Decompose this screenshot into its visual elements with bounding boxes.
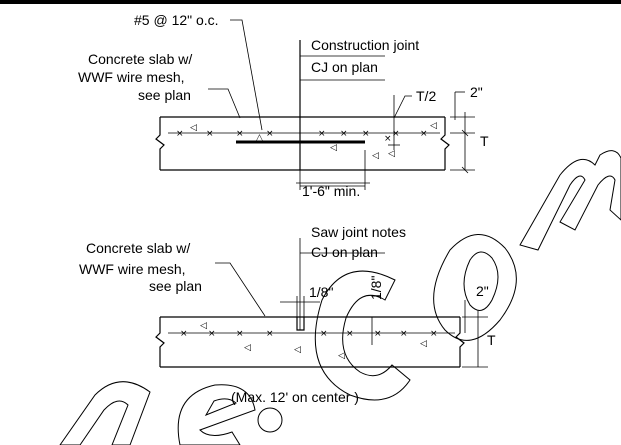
svg-text:◁: ◁	[388, 149, 395, 159]
thickness-label: T	[487, 332, 496, 348]
slab-label-line1: Concrete slab w/	[86, 240, 190, 256]
svg-text:◁: ◁	[338, 351, 345, 361]
svg-text:×: ×	[392, 129, 400, 139]
joint-label-line2: CJ on plan	[311, 244, 378, 260]
svg-text:×: ×	[266, 329, 274, 339]
slab-label-line2: WWF wire mesh,	[79, 261, 186, 277]
svg-text:×: ×	[400, 329, 408, 339]
svg-text:×: ×	[420, 129, 428, 139]
svg-text:×: ×	[236, 129, 244, 139]
svg-text:◁: ◁	[430, 121, 437, 131]
svg-text:◁: ◁	[372, 151, 379, 161]
svg-text:×: ×	[236, 329, 244, 339]
saw-joint-detail: × × × × × × × × × ◁ ◁ ◁ ◁ ◁ Saw j	[79, 224, 496, 405]
svg-text:×: ×	[206, 129, 214, 139]
dowel-length-label: 1'-6" min.	[302, 183, 360, 199]
joint-label-line2: CJ on plan	[311, 59, 378, 75]
svg-text:×: ×	[430, 329, 438, 339]
wire-mesh-marks: × × × × × × × × × △ × ◁ ◁ ◁ ◁ ◁	[176, 121, 437, 161]
svg-text:×: ×	[374, 329, 382, 339]
joint-label-line1: Construction joint	[311, 37, 419, 53]
svg-text:×: ×	[176, 129, 184, 139]
svg-text:×: ×	[362, 129, 370, 139]
slab-label-line1: Concrete slab w/	[88, 51, 192, 67]
svg-text:×: ×	[320, 329, 328, 339]
slab-label-line3: see plan	[138, 87, 191, 103]
slab-label-line3: see plan	[149, 278, 202, 294]
svg-text:×: ×	[266, 129, 274, 139]
wire-mesh-marks: × × × × × × × × × ◁ ◁ ◁ ◁ ◁	[180, 321, 438, 361]
svg-text:×: ×	[384, 134, 392, 144]
svg-text:×: ×	[208, 329, 216, 339]
cut-depth-label: 1/8"	[368, 276, 384, 300]
watermark	[59, 150, 621, 445]
cover-label: 2"	[476, 283, 489, 299]
slab-label-line2: WWF wire mesh,	[78, 69, 185, 85]
rebar-label: #5 @ 12" o.c.	[134, 12, 219, 28]
svg-text:×: ×	[340, 129, 348, 139]
svg-text:◁: ◁	[420, 339, 427, 349]
svg-text:×: ×	[346, 329, 354, 339]
svg-text:◁: ◁	[200, 321, 207, 331]
spacing-note: (Max. 12' on center )	[231, 389, 359, 405]
half-thickness-label: T/2	[416, 88, 436, 104]
saw-cut	[296, 317, 305, 331]
svg-text:◁: ◁	[330, 143, 337, 153]
thickness-label: T	[480, 133, 489, 149]
construction-joint-detail: × × × × × × × × × △ × ◁ ◁ ◁ ◁ ◁	[78, 12, 489, 199]
svg-text:×: ×	[180, 329, 188, 339]
svg-text:◁: ◁	[294, 345, 301, 355]
joint-label-line1: Saw joint notes	[311, 224, 406, 240]
svg-text:◁: ◁	[190, 123, 197, 133]
svg-text:◁: ◁	[244, 343, 251, 353]
cut-width-label: 1/8"	[309, 284, 333, 300]
cover-label: 2"	[470, 84, 483, 100]
svg-text:△: △	[256, 133, 263, 143]
svg-text:×: ×	[318, 129, 326, 139]
